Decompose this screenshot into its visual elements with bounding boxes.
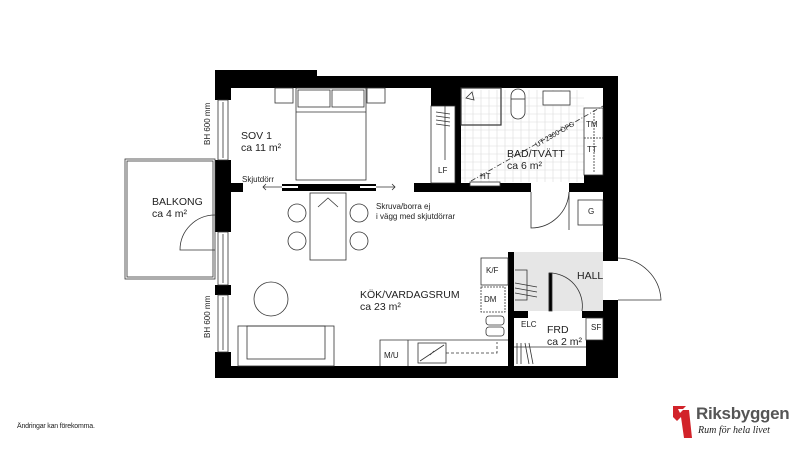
hall-floor <box>514 252 603 311</box>
room-balkong-area: ca 4 m² <box>152 208 188 220</box>
room-sov1-name: SOV 1 <box>241 130 272 142</box>
kitchen <box>379 257 509 366</box>
bedroom-furniture <box>274 87 456 184</box>
fixture-lf: LF <box>438 166 448 175</box>
room-frd-name: FRD <box>547 324 569 336</box>
room-sov1-area: ca 11 m² <box>241 142 282 154</box>
fixture-tm: TM <box>586 120 598 129</box>
balcony <box>124 158 216 280</box>
walls <box>215 70 618 378</box>
hall-fixtures <box>514 257 662 365</box>
drill-warning-line2: i vägg med skjutdörrar <box>376 212 456 221</box>
living-furniture <box>237 281 335 367</box>
room-hall-name: HALL <box>577 270 604 282</box>
fixture-tt: TT <box>587 145 597 154</box>
fixture-ht: HT <box>480 172 491 181</box>
fixture-g: G <box>588 207 595 216</box>
fixture-sf: SF <box>591 323 602 332</box>
riksbyggen-logo-icon <box>673 406 692 438</box>
sliding-door-label: Skjutdörr <box>242 175 275 184</box>
room-kok-area: ca 23 m² <box>360 301 401 313</box>
fixture-elc: ELC <box>521 320 537 329</box>
disclaimer: Ändringar kan förekomma. <box>17 423 95 430</box>
room-bad-area: ca 6 m² <box>507 160 543 172</box>
brand-logo: Riksbyggen Rum för hela livet <box>672 404 802 445</box>
fixture-kf: K/F <box>486 266 499 275</box>
room-bad-name: BAD/TVÄTT <box>507 148 565 160</box>
brand-tagline: Rum för hela livet <box>698 425 770 436</box>
fixture-mu: M/U <box>384 351 399 360</box>
sliding-door <box>262 183 396 191</box>
dining-set <box>287 192 369 261</box>
room-balkong-name: BALKONG <box>152 196 203 208</box>
drill-warning-line1: Skruva/borra ej <box>376 202 431 211</box>
brand-name: Riksbyggen <box>696 404 790 423</box>
window-height-bottom: BH 600 mm <box>203 295 212 338</box>
window-height-top: BH 600 mm <box>203 102 212 145</box>
room-frd-area: ca 2 m² <box>547 336 583 348</box>
room-kok-name: KÖK/VARDAGSRUM <box>360 289 460 301</box>
windows <box>217 99 229 353</box>
bath-fixtures <box>460 87 604 230</box>
fixture-dm: DM <box>484 295 497 304</box>
